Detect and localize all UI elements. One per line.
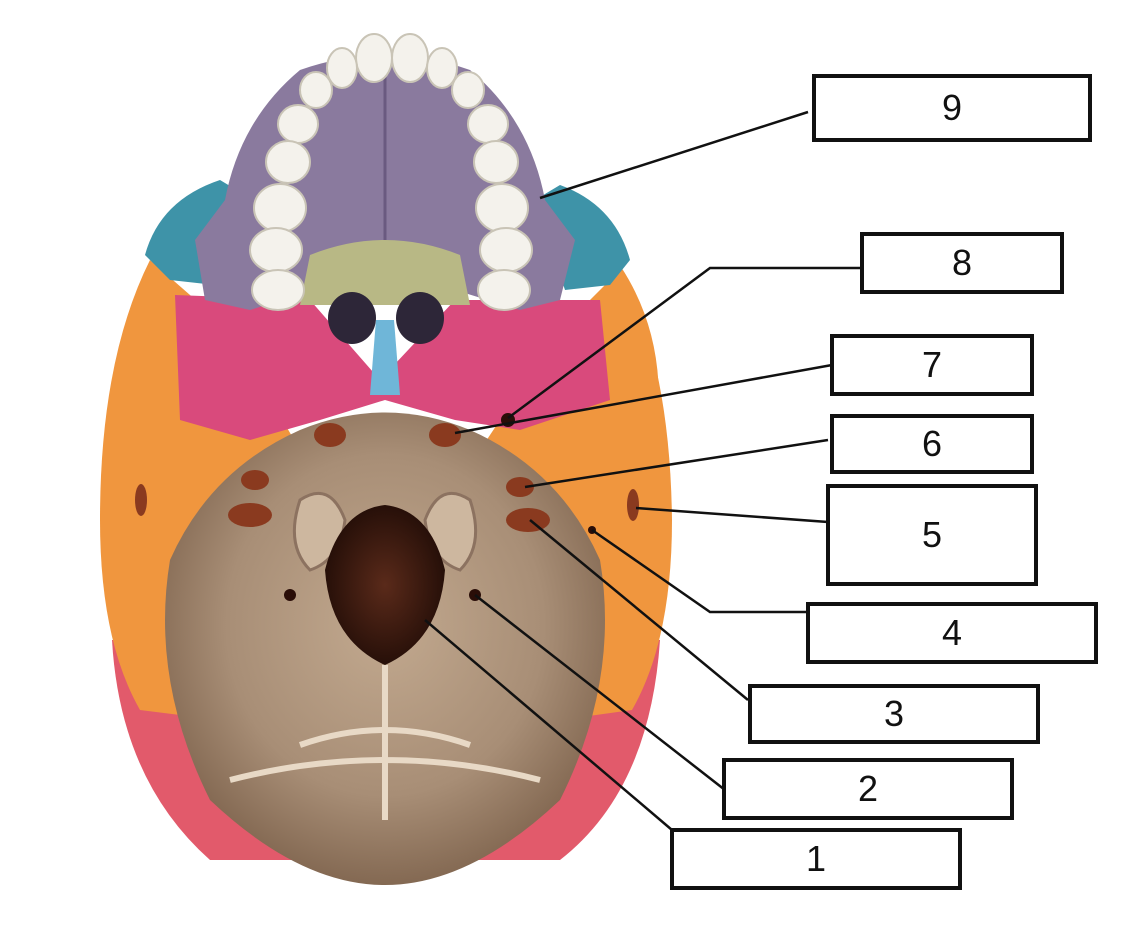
leader-line-1	[424, 619, 673, 831]
leader-line-5	[635, 506, 829, 524]
label-box-7[interactable]: 7	[830, 334, 1034, 396]
label-box-5[interactable]: 5	[826, 484, 1038, 586]
label-box-3[interactable]: 3	[748, 684, 1040, 744]
label-box-8[interactable]: 8	[860, 232, 1064, 294]
leader-line-6	[524, 438, 829, 489]
leader-line-2	[474, 594, 726, 791]
maxillary-teeth	[249, 33, 533, 311]
choana-right	[396, 292, 444, 344]
label-box-6[interactable]: 6	[830, 414, 1034, 474]
cranial-foramina	[135, 423, 639, 532]
choana-left	[328, 292, 376, 344]
palatine-bone	[300, 240, 470, 305]
leader-line-4	[591, 528, 808, 614]
zygomatic-arch-right	[599, 265, 659, 432]
label-box-1[interactable]: 1	[670, 828, 962, 890]
vomer	[370, 320, 400, 395]
leader-line-8	[507, 266, 862, 420]
occipital-crest	[229, 665, 541, 820]
leader-line-7	[454, 363, 833, 435]
leader-lines	[424, 110, 862, 831]
label-box-9[interactable]: 9	[812, 74, 1092, 142]
leader-line-9	[539, 110, 809, 200]
zygomatic-arch-left	[117, 258, 176, 432]
foramen-magnum	[325, 505, 445, 665]
label-box-2[interactable]: 2	[722, 758, 1014, 820]
label-box-4[interactable]: 4	[806, 602, 1098, 664]
hypoglossal-canal-left	[284, 589, 296, 601]
leader-line-3	[529, 519, 749, 701]
